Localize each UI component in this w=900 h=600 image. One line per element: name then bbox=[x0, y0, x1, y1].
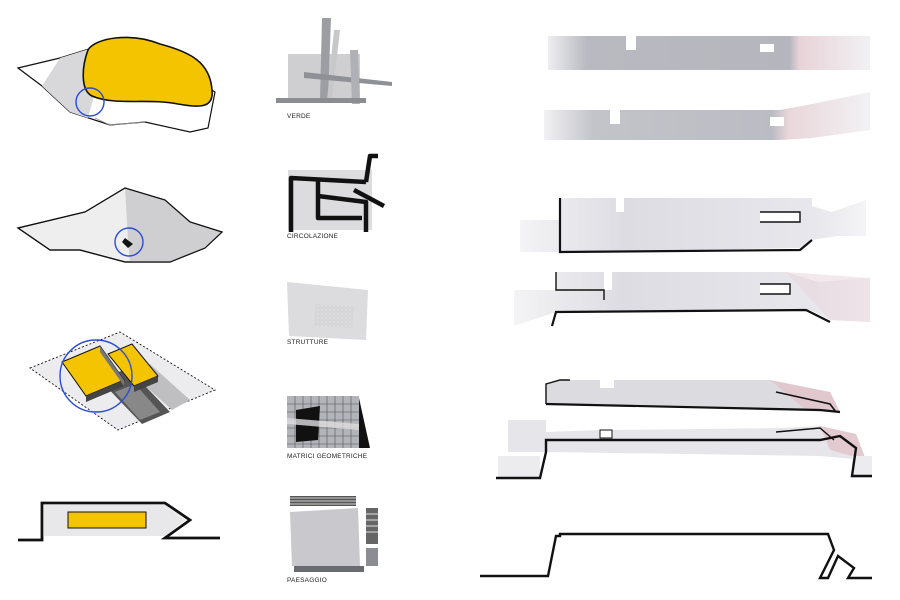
layer-paesaggio-diagram: PAESAGGIO bbox=[287, 496, 378, 584]
label-paesaggio: PAESAGGIO bbox=[287, 577, 327, 584]
label-matrici: MATRICI GEOMETRICHE bbox=[287, 453, 368, 460]
section-3 bbox=[520, 198, 866, 252]
structures-axo-sketch bbox=[30, 332, 215, 430]
label-circolazione: CIRCOLAZIONE bbox=[287, 233, 339, 240]
plan-bar-2 bbox=[544, 92, 870, 140]
plan-bar-1 bbox=[548, 36, 870, 70]
section-6 bbox=[480, 534, 872, 578]
terrain-circulation-sketch bbox=[18, 188, 222, 262]
layer-circolazione-diagram: CIRCOLAZIONE bbox=[287, 156, 384, 240]
layer-strutture-diagram: STRUTTURE bbox=[287, 282, 368, 346]
terrain-green-sketch bbox=[18, 37, 215, 132]
section-4 bbox=[514, 272, 870, 326]
layer-verde-diagram: VERDE bbox=[276, 18, 392, 120]
section-5 bbox=[496, 380, 872, 478]
layer-matrici-diagram: MATRICI GEOMETRICHE bbox=[287, 396, 370, 460]
label-verde: VERDE bbox=[287, 113, 311, 120]
section-sketch bbox=[18, 503, 220, 540]
label-strutture: STRUTTURE bbox=[287, 339, 329, 346]
